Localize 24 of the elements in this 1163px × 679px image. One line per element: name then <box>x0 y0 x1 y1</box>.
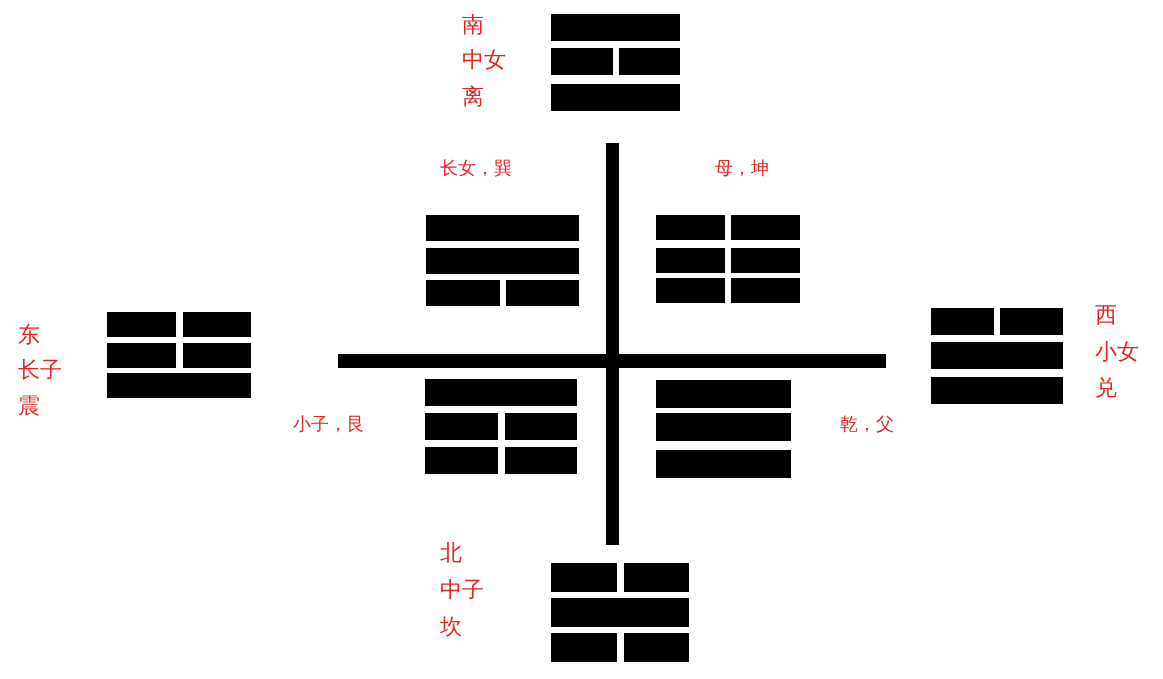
trigram-drawing <box>656 215 800 303</box>
trigram-label: 长子 <box>18 359 62 381</box>
trigram-drawing <box>551 14 680 111</box>
trigram-label: 西 <box>1095 304 1117 326</box>
trigram-label: 坎 <box>440 616 462 638</box>
trigram-label: 东 <box>18 324 40 346</box>
trigram-label: 兑 <box>1095 377 1117 399</box>
trigram-drawing <box>425 379 577 474</box>
trigram-drawing <box>656 380 791 478</box>
trigram-label: 小子，艮 <box>293 415 365 433</box>
trigram-label: 乾，父 <box>840 415 894 433</box>
trigram-label: 母，坤 <box>715 159 769 177</box>
trigram-label: 长女，巽 <box>440 159 512 177</box>
trigram-drawing <box>426 215 579 306</box>
trigram-label: 南 <box>462 14 484 36</box>
trigram-label: 中子 <box>440 579 484 601</box>
trigram-label: 中女 <box>462 49 506 71</box>
trigram-label: 离 <box>462 86 484 108</box>
trigram-drawing <box>931 308 1063 404</box>
trigram-drawing <box>551 563 689 662</box>
trigram-drawing <box>107 312 251 398</box>
trigram-label: 震 <box>18 395 40 417</box>
trigram-label: 北 <box>440 542 462 564</box>
trigram-label: 小女 <box>1095 341 1139 363</box>
